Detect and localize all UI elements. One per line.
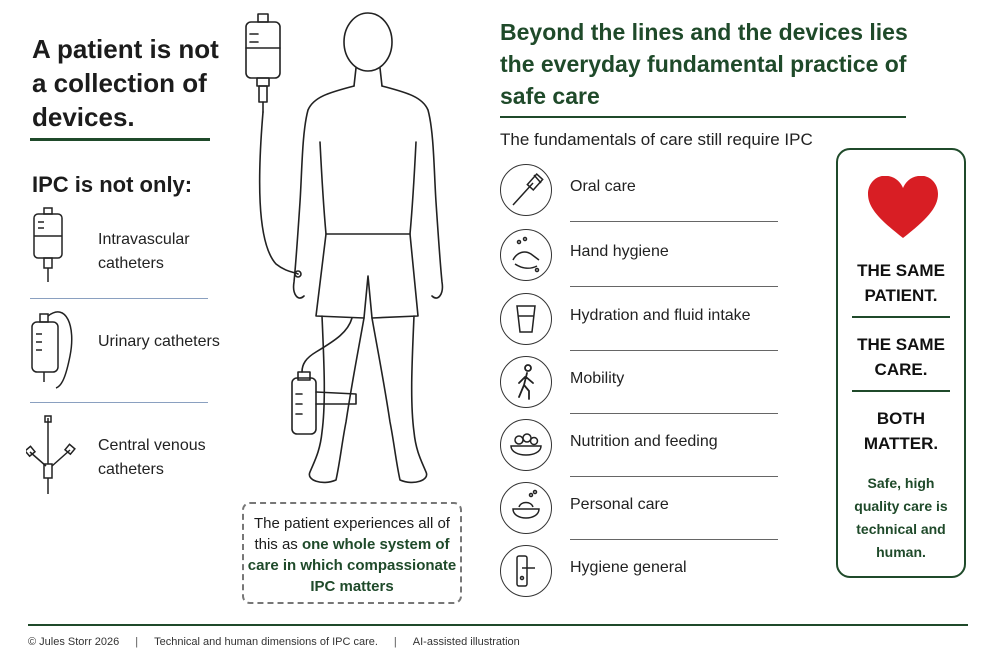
panel-divider	[852, 316, 950, 318]
same-patient-text: THE SAME PATIENT.	[857, 261, 945, 305]
ipc-heading: IPC is not only:	[32, 172, 193, 197]
iv-bag-icon	[33, 207, 63, 282]
callout-text: The patient experiences all of this as	[254, 515, 450, 553]
food-bowl-icon	[500, 419, 552, 471]
right-divider	[500, 116, 906, 118]
right-heading: Beyond the lines and the devices lies th…	[500, 19, 908, 109]
care-divider	[570, 221, 778, 222]
care-label: Nutrition and feeding	[570, 433, 718, 450]
device-label-urinary: Urinary catheters	[98, 333, 220, 350]
care-divider	[570, 539, 778, 540]
care-divider	[570, 286, 778, 287]
list-item: Hand hygiene	[500, 225, 778, 287]
list-item: Hydration and fluid intake	[500, 289, 778, 351]
urine-bag-icon	[31, 311, 73, 389]
footer-caption: Technical and human dimensions of IPC ca…	[154, 636, 378, 648]
care-label: Hygiene general	[570, 559, 687, 576]
both-matter-text: BOTH MATTER.	[863, 409, 939, 453]
device-divider	[30, 402, 208, 403]
care-divider	[570, 413, 778, 414]
same-care-text: THE SAME CARE.	[857, 335, 945, 379]
same-patient-panel: THE SAME PATIENT. THE SAME CARE. BOTH MA…	[836, 148, 966, 578]
glass-icon	[500, 293, 552, 345]
care-label: Oral care	[570, 178, 636, 195]
left-divider	[30, 138, 210, 141]
footer-credit: © Jules Storr 2026	[28, 636, 120, 648]
list-item: Nutrition and feeding	[500, 415, 778, 477]
hand-wash-icon	[500, 229, 552, 281]
care-label: Personal care	[570, 496, 669, 513]
door-handle-icon	[500, 545, 552, 597]
device-divider	[30, 298, 208, 299]
care-subheading: The fundamentals of care still require I…	[500, 130, 813, 149]
safe-care-tagline: Safe, high quality care is technical and…	[854, 475, 948, 560]
care-divider	[570, 350, 778, 351]
footer: © Jules Storr 2026|Technical and human d…	[28, 636, 520, 648]
device-label-intravascular: Intravascular catheters	[98, 231, 190, 272]
left-heading: A patient is not a collection of devices…	[32, 34, 219, 132]
care-label: Mobility	[570, 370, 625, 387]
list-item: Personal care	[500, 478, 778, 540]
care-divider	[570, 476, 778, 477]
care-label: Hand hygiene	[570, 243, 669, 260]
device-label-central-venous: Central venous catheters	[98, 437, 206, 478]
list-item: Oral care	[500, 160, 778, 222]
list-item: Hygiene general	[500, 541, 778, 599]
toothbrush-icon	[500, 164, 552, 216]
footer-note: AI-assisted illustration	[412, 636, 520, 648]
list-item: Mobility	[500, 352, 778, 414]
panel-divider	[852, 390, 950, 392]
central-line-icon	[26, 415, 76, 494]
walking-icon	[500, 356, 552, 408]
whole-system-callout: The patient experiences all of this as o…	[242, 502, 462, 604]
callout-emphasis: one whole system of care in which compas…	[247, 536, 457, 595]
footer-divider	[28, 624, 968, 626]
heart-icon	[868, 176, 938, 238]
wash-basin-icon	[500, 482, 552, 534]
patient-figure-illustration	[245, 12, 444, 484]
care-label: Hydration and fluid intake	[570, 307, 751, 324]
